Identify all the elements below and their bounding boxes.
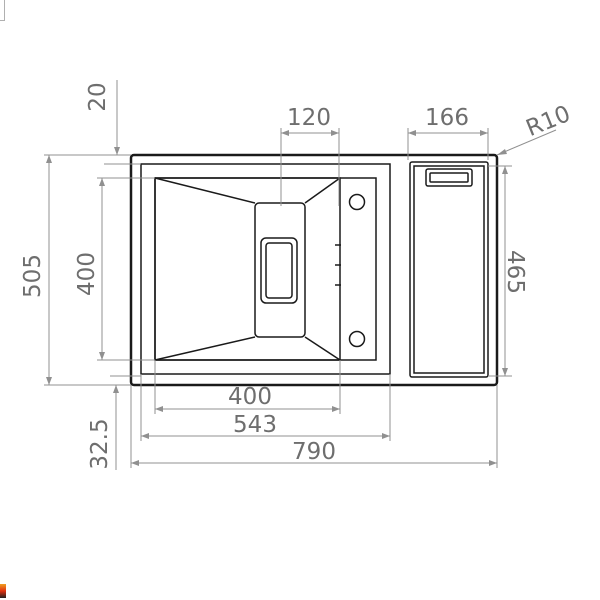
- drainer-inner: [413, 165, 485, 374]
- sink-outer-rim: [129, 153, 499, 387]
- dim-arrow: [331, 130, 339, 136]
- bowl-slope-line: [154, 336, 256, 361]
- label-bowl-width: 400: [228, 384, 272, 410]
- dim-arrow: [114, 147, 120, 155]
- dim-arrow: [502, 368, 508, 376]
- drainer-frame: [409, 161, 489, 378]
- dim-arrow: [332, 406, 340, 412]
- label-overall-depth: 505: [20, 254, 46, 298]
- dimension-lines: [44, 80, 557, 470]
- corner-fragment-top-left: [0, 0, 5, 21]
- dim-arrow: [480, 130, 488, 136]
- bowl-section-frame: [140, 163, 391, 375]
- label-overall-width: 790: [292, 439, 336, 465]
- corner-fragment-bottom-left: [0, 584, 6, 598]
- bowl-slope-line: [304, 336, 341, 361]
- label-corner-radius: R10: [523, 101, 575, 142]
- sink-outline: [129, 153, 499, 387]
- dim-arrow: [382, 433, 390, 439]
- label-drainer-width: 166: [425, 105, 469, 131]
- label-top-gap: 20: [85, 82, 111, 111]
- dim-arrow: [497, 149, 507, 155]
- dim-arrow: [489, 460, 497, 466]
- tap-hole-bottom: [348, 330, 366, 348]
- drainer-slot-inner: [429, 172, 469, 183]
- dim-arrow: [141, 433, 149, 439]
- dim-arrow: [99, 352, 105, 360]
- dim-arrow: [131, 460, 139, 466]
- drain-channel: [254, 202, 306, 338]
- bowl-slope-line: [154, 177, 256, 204]
- drain-inner: [265, 242, 293, 299]
- label-bowl-section-width: 543: [233, 412, 277, 438]
- label-front-gap: 32.5: [87, 418, 113, 469]
- bowl-slope-line: [304, 177, 341, 204]
- dim-arrow: [281, 130, 289, 136]
- dim-arrow: [408, 130, 416, 136]
- label-drain-width: 120: [287, 105, 331, 131]
- dim-arrow: [46, 377, 52, 385]
- label-drainer-depth: 465: [502, 250, 528, 294]
- dim-radius-leader: [496, 129, 557, 156]
- drainer-slot-outer: [425, 168, 473, 187]
- dim-arrow: [113, 385, 119, 393]
- dim-arrow: [155, 406, 163, 412]
- drain-outer: [260, 237, 298, 304]
- dim-arrow: [502, 166, 508, 174]
- tap-hole-top: [348, 193, 366, 211]
- bowl-slope-outline: [154, 177, 341, 361]
- dim-arrow: [99, 178, 105, 186]
- dim-arrow: [46, 155, 52, 163]
- label-bowl-depth: 400: [74, 252, 100, 296]
